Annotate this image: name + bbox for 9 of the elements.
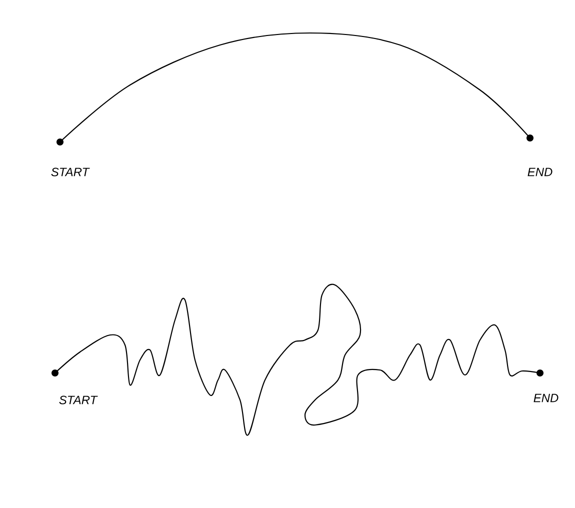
dot — [536, 370, 544, 376]
dot — [52, 370, 58, 376]
point-label: END — [534, 394, 558, 402]
line-path — [60, 32, 530, 142]
point-label: START — [51, 168, 90, 176]
dot — [526, 134, 534, 142]
point-label: START — [59, 396, 98, 404]
dot — [56, 138, 64, 146]
point-label: END — [528, 168, 552, 176]
